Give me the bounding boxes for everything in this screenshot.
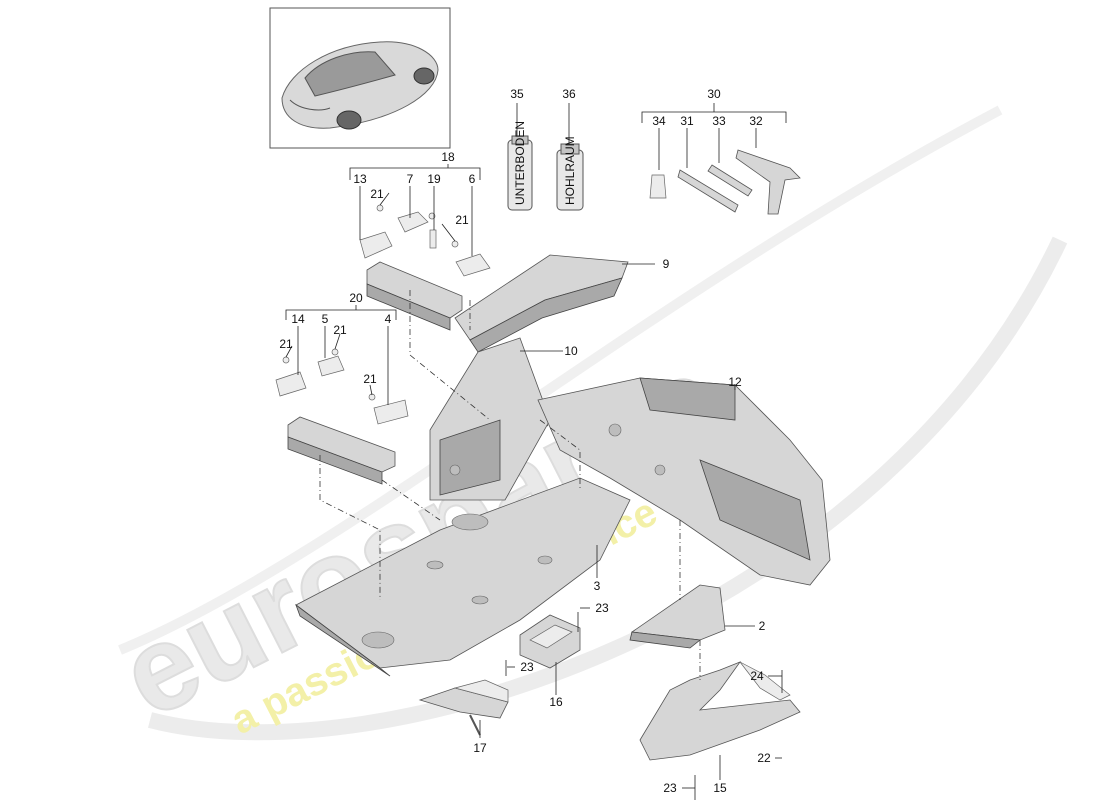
- callout-15: 15: [713, 781, 727, 795]
- part-12: [537, 377, 831, 586]
- callout-30: 30: [707, 87, 721, 101]
- callout-6: 6: [469, 172, 476, 186]
- callout-21c: 21: [333, 323, 347, 337]
- callout-21b: 21: [455, 213, 469, 227]
- callout-35: 35: [510, 87, 524, 101]
- callout-16: 16: [549, 695, 563, 709]
- callout-13: 13: [353, 172, 367, 186]
- part-17: [418, 679, 509, 736]
- spray-36-label: HOHLRAUM: [563, 136, 577, 205]
- callout-20: 20: [349, 291, 363, 305]
- callout-24: 24: [750, 669, 764, 683]
- callout-32: 32: [749, 114, 763, 128]
- callout-23a: 23: [595, 601, 609, 615]
- callout-17: 17: [473, 741, 487, 755]
- callout-10: 10: [564, 344, 578, 358]
- callout-5: 5: [322, 312, 329, 326]
- callout-23c: 23: [663, 781, 677, 795]
- leader-lines: [285, 103, 787, 800]
- callout-19: 19: [427, 172, 441, 186]
- tool-kit-30: [649, 149, 801, 215]
- vehicle-thumbnail: [269, 7, 451, 149]
- callout-labels: 35 36 30 34 31 33 32 18 13 7 19 6 21 21 …: [279, 87, 771, 795]
- callout-21e: 21: [363, 372, 377, 386]
- spray-35-label: UNTERBODEN: [513, 121, 527, 205]
- callout-14: 14: [291, 312, 305, 326]
- assembly-lines: [319, 290, 701, 680]
- spray-can-36: HOHLRAUM: [556, 136, 584, 211]
- spray-can-35: UNTERBODEN: [507, 121, 533, 211]
- callout-21a: 21: [370, 187, 384, 201]
- callout-31: 31: [680, 114, 694, 128]
- part-3: [295, 477, 631, 677]
- callout-36: 36: [562, 87, 576, 101]
- callout-18: 18: [441, 150, 455, 164]
- callout-9: 9: [663, 257, 670, 271]
- callout-4: 4: [385, 312, 392, 326]
- part-2: [629, 584, 726, 649]
- callout-3: 3: [594, 579, 601, 593]
- part-16: [519, 614, 581, 669]
- callout-33: 33: [712, 114, 726, 128]
- callout-7: 7: [407, 172, 414, 186]
- part-15: [639, 661, 801, 761]
- callout-34: 34: [652, 114, 666, 128]
- callout-12: 12: [728, 375, 742, 389]
- callout-23b: 23: [520, 660, 534, 674]
- bracket-group-18: [359, 204, 491, 331]
- part-10: [429, 337, 551, 501]
- callout-2: 2: [759, 619, 766, 633]
- callout-22: 22: [757, 751, 771, 765]
- bracket-group-20: [275, 348, 409, 485]
- callout-21d: 21: [279, 337, 293, 351]
